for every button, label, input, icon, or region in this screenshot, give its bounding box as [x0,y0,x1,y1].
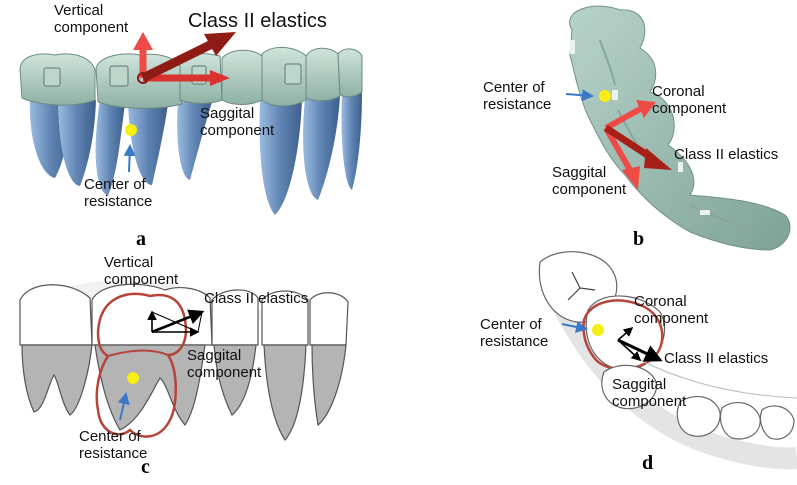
panel-a-elastics-label: Class II elastics [188,10,327,32]
panel-a-vertical-label: Vertical component [54,2,129,36]
panel-c-center-label: Center of resistance [79,428,148,462]
panel-d-sagittal-label: Saggital component [612,376,687,410]
panel-b-elastics-label: Class II elastics [674,146,779,163]
panel-c-sagittal-label: Saggital component [187,347,262,381]
panel-a-letter: a [136,228,146,250]
panel-b-center-label: Center of resistance [483,79,552,113]
panel-a-sagittal-label: Saggital component [200,105,275,139]
panel-c-letter: c [141,456,150,478]
panel-d-letter: d [642,452,654,474]
panel-d-center-label: Center of resistance [480,316,549,350]
panel-b-coronal-label: Coronal component [652,83,727,117]
panel-d-illustration [538,251,797,470]
panel-c-vertical-label: Vertical component [104,254,179,288]
panel-a-center-label: Center of resistance [84,176,153,210]
panel-d-coronal-label: Coronal component [634,293,709,327]
panel-b-illustration [565,5,791,251]
panel-b-sagittal-label: Saggital component [552,164,627,198]
panel-c-illustration [19,280,349,441]
panel-a-illustration [19,32,363,215]
panel-b-letter: b [633,228,645,250]
panel-d-elastics-label: Class II elastics [664,350,769,367]
panel-c-elastics-label: Class II elastics [204,290,309,307]
